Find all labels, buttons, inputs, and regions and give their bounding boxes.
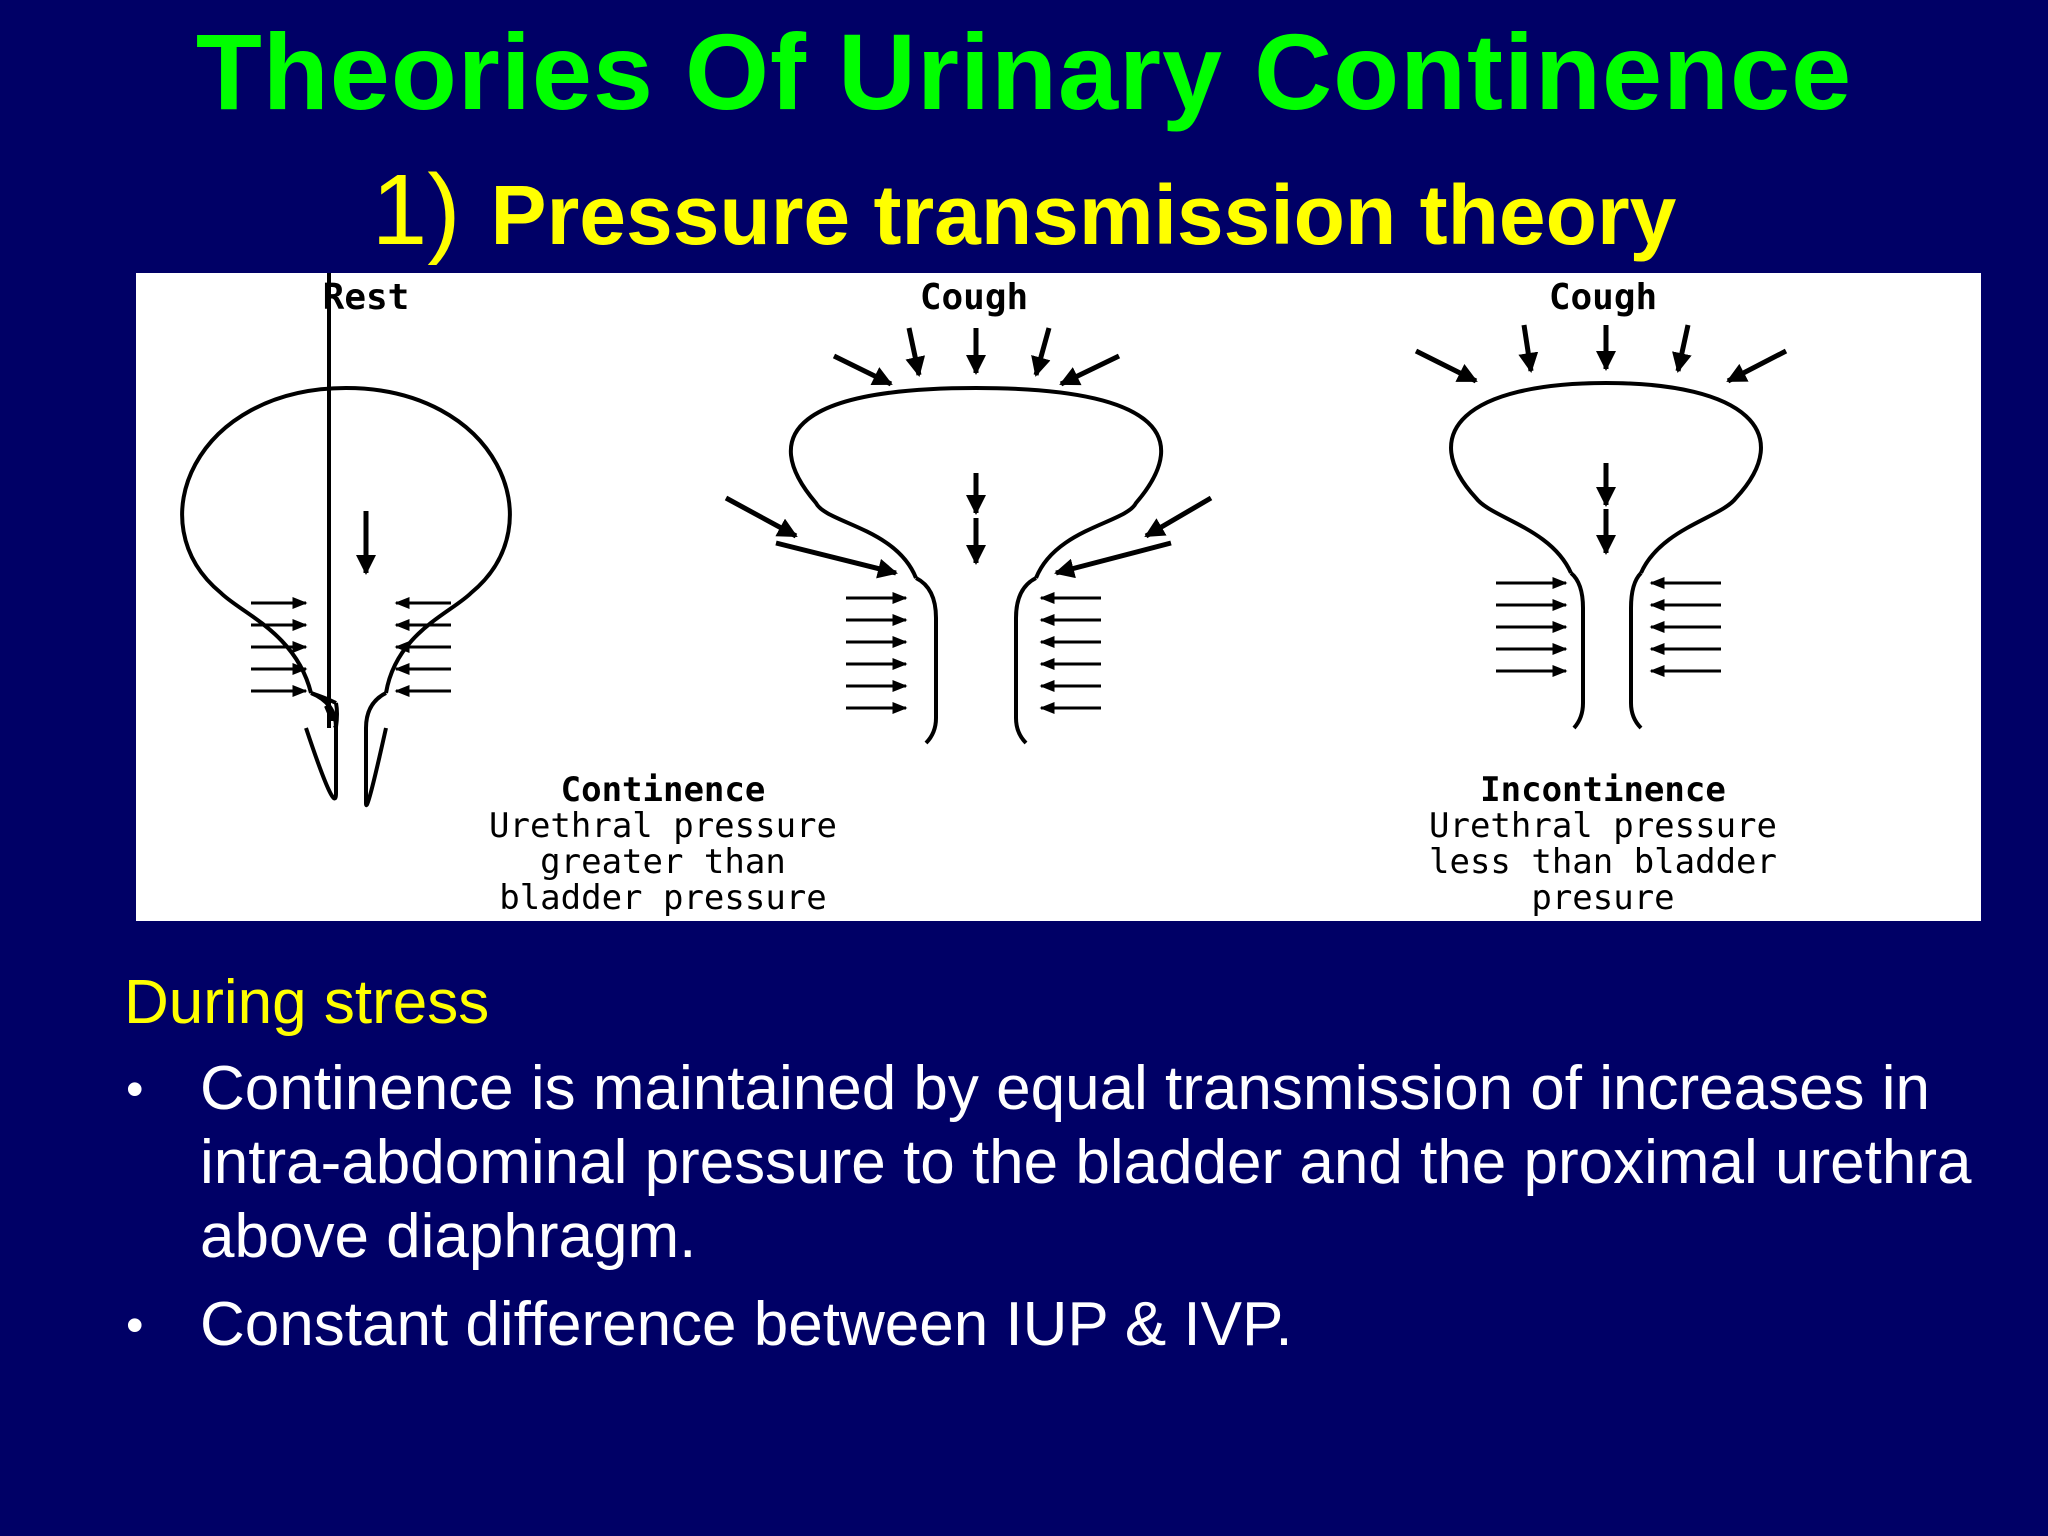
bullet-marker: • bbox=[126, 1297, 144, 1353]
during-stress-label: During stress bbox=[124, 968, 490, 1037]
subtitle-text: Pressure transmission theory bbox=[490, 168, 1677, 262]
pressure-transmission-figure: Rest Cough Cough bbox=[136, 273, 1981, 921]
caption-continence-heading: Continence bbox=[561, 770, 766, 810]
subtitle-number: 1) bbox=[371, 154, 461, 266]
bullet-item: • Constant difference between IUP & IVP. bbox=[124, 1288, 2004, 1362]
bladder-cough-incontinence bbox=[1449, 380, 1763, 730]
cough-arrows-top-1 bbox=[832, 327, 1121, 387]
caption-continence-line-3: bladder pressure bbox=[499, 878, 827, 918]
urethra-rest bbox=[304, 691, 388, 807]
pressure-arrows-cough-2 bbox=[1496, 577, 1721, 677]
bullet-text: Constant difference between IUP & IVP. bbox=[200, 1290, 1293, 1359]
bladder-rest bbox=[180, 273, 512, 730]
bladder-cough-continence bbox=[788, 385, 1164, 745]
caption-continence-line-1: Urethral pressure bbox=[489, 806, 837, 846]
slide-title: Theories Of Urinary Continence bbox=[195, 11, 1853, 132]
caption-incontinence-line-1: Urethral pressure bbox=[1429, 806, 1777, 846]
cough-arrows-top-2 bbox=[1414, 324, 1788, 555]
bullet-list: • Continence is maintained by equal tran… bbox=[124, 1052, 2004, 1376]
panel-header-rest: Rest bbox=[323, 277, 410, 318]
caption-continence-line-2: greater than bbox=[540, 842, 786, 882]
caption-incontinence-line-3: presure bbox=[1531, 878, 1674, 918]
slide-subtitle: 1) Pressure transmission theory bbox=[0, 150, 2048, 300]
figure-svg: Rest Cough Cough bbox=[180, 273, 1788, 918]
panel-header-cough-2: Cough bbox=[1549, 277, 1657, 318]
caption-incontinence-heading: Incontinence bbox=[1480, 770, 1726, 810]
panel-header-cough-1: Cough bbox=[920, 277, 1028, 318]
pressure-arrows-rest bbox=[251, 511, 451, 697]
caption-incontinence-line-2: less than bladder bbox=[1429, 842, 1777, 882]
cough-arrows-side-1 bbox=[724, 473, 1213, 579]
bullet-text: Continence is maintained by equal transm… bbox=[200, 1054, 1972, 1271]
bullet-item: • Continence is maintained by equal tran… bbox=[124, 1052, 2004, 1274]
pressure-arrows-cough-1 bbox=[846, 592, 1101, 714]
bullet-marker: • bbox=[126, 1061, 144, 1117]
